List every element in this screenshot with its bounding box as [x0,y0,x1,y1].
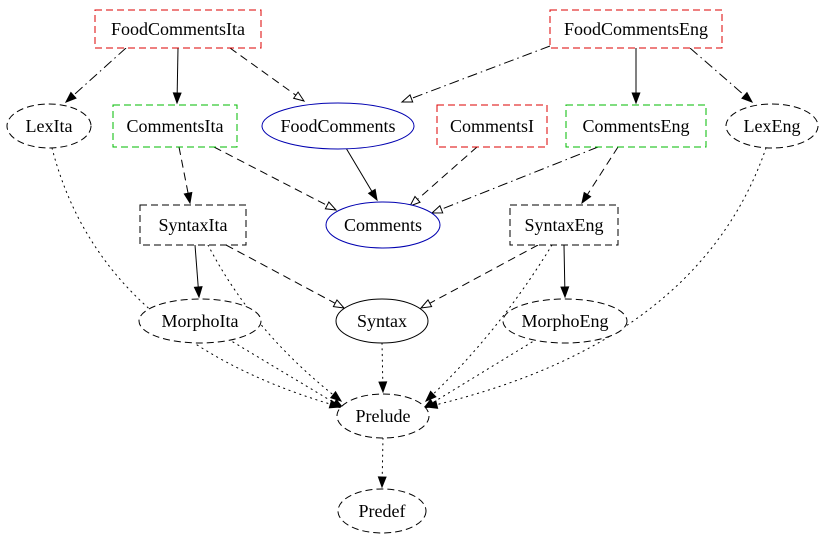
node-SyntaxIta [139,204,247,246]
arrowhead-filled-SyntaxEng-to-MorphoEng [560,286,570,299]
arrowhead-filled-CommentsIta-to-SyntaxIta [183,191,193,205]
arrowhead-filled-MorphoIta-to-Prelude [331,398,345,409]
arrowhead-filled-FoodCommentsEng-to-CommentsEng [631,92,641,105]
node-label-LexIta: LexIta [26,116,73,136]
edge-SyntaxIta-to-Prelude [207,244,334,396]
arrowhead-open-CommentsIta-to-Comments [324,201,338,211]
edge-FoodCommentsIta-to-FoodComments [229,47,297,96]
node-Syntax [335,298,429,344]
edge-SyntaxEng-to-MorphoEng [563,244,566,288]
arrowhead-open-SyntaxEng-to-Syntax [419,299,433,309]
node-label-CommentsIta: CommentsIta [127,116,224,136]
arrowhead-filled-Prelude-to-Predef [377,476,387,489]
edge-Prelude-to-Predef [381,437,384,478]
node-label-FoodCommentsEng: FoodCommentsEng [564,19,708,39]
arrowhead-open-CommentsEng-to-Comments [430,204,444,214]
node-label-Prelude: Prelude [356,406,411,426]
node-MorphoEng [502,298,628,344]
node-label-LexEng: LexEng [744,116,801,136]
node-label-CommentsEng: CommentsEng [583,116,690,136]
node-CommentsI [436,104,548,148]
node-label-MorphoEng: MorphoEng [522,311,609,331]
node-label-FoodCommentsIta: FoodCommentsIta [111,19,245,39]
node-LexIta [6,103,92,149]
node-label-CommentsI: CommentsI [450,116,534,136]
arrowhead-open-FoodCommentsIta-to-FoodComments [292,91,306,102]
arrowhead-filled-SyntaxIta-to-Prelude [329,390,343,402]
arrowhead-filled-SyntaxIta-to-MorphoIta [193,286,203,299]
arrowhead-filled-FoodComments-to-Comments [367,188,378,202]
edge-FoodCommentsIta-to-LexIta [73,47,127,96]
node-FoodCommentsEng [549,9,723,49]
node-label-Comments: Comments [344,215,422,235]
arrowhead-filled-FoodCommentsIta-to-LexIta [64,91,77,103]
node-label-Predef: Predef [359,501,406,521]
edge-MorphoIta-to-Prelude [227,338,335,404]
arrowhead-filled-Syntax-to-Prelude [378,381,388,394]
arrowhead-filled-CommentsEng-to-SyntaxEng [581,191,592,205]
node-Comments [325,201,441,249]
edge-SyntaxIta-to-MorphoIta [194,244,199,288]
node-Predef [337,488,427,534]
node-label-MorphoIta: MorphoIta [162,311,239,331]
node-label-Syntax: Syntax [357,311,407,331]
node-FoodCommentsIta [94,9,262,49]
edge-CommentsEng-to-SyntaxEng [586,146,619,195]
node-Prelude [336,393,430,439]
node-CommentsEng [565,104,707,148]
edge-FoodCommentsEng-to-LexEng [689,47,745,96]
edge-SyntaxIta-to-Syntax [225,244,336,304]
edge-MorphoEng-to-Prelude [432,338,538,404]
edge-FoodCommentsIta-to-CommentsIta [176,47,179,94]
edge-CommentsI-to-Comments [417,146,478,200]
node-LexEng [725,103,819,149]
edge-SyntaxEng-to-Prelude [432,244,553,395]
arrowhead-filled-LexEng-to-Prelude [425,400,439,409]
arrowhead-open-SyntaxIta-to-Syntax [332,299,346,309]
edge-LexEng-to-Prelude [436,147,767,406]
edge-CommentsEng-to-Comments [441,146,599,210]
edge-Syntax-to-Prelude [381,342,384,383]
arrowhead-filled-SyntaxEng-to-Prelude [424,390,437,402]
edge-FoodCommentsEng-to-FoodComments [411,45,551,99]
node-label-SyntaxEng: SyntaxEng [525,215,604,235]
node-CommentsIta [112,104,238,148]
arrowhead-open-CommentsI-to-Comments [408,195,421,207]
edge-FoodComments-to-Comments [345,147,373,192]
node-SyntaxEng [509,204,619,246]
arrowhead-filled-FoodCommentsIta-to-CommentsIta [172,92,182,105]
edge-CommentsIta-to-Comments [213,146,328,206]
edge-LexIta-to-Prelude [51,147,331,405]
edge-CommentsIta-to-SyntaxIta [178,146,189,194]
node-label-FoodComments: FoodComments [280,116,395,136]
node-FoodComments [261,102,415,150]
node-label-SyntaxIta: SyntaxIta [159,215,228,235]
edge-SyntaxEng-to-Syntax [429,244,539,304]
node-MorphoIta [138,298,262,344]
arrowhead-filled-FoodCommentsEng-to-LexEng [741,91,754,103]
arrowhead-open-FoodCommentsEng-to-FoodComments [400,94,414,103]
